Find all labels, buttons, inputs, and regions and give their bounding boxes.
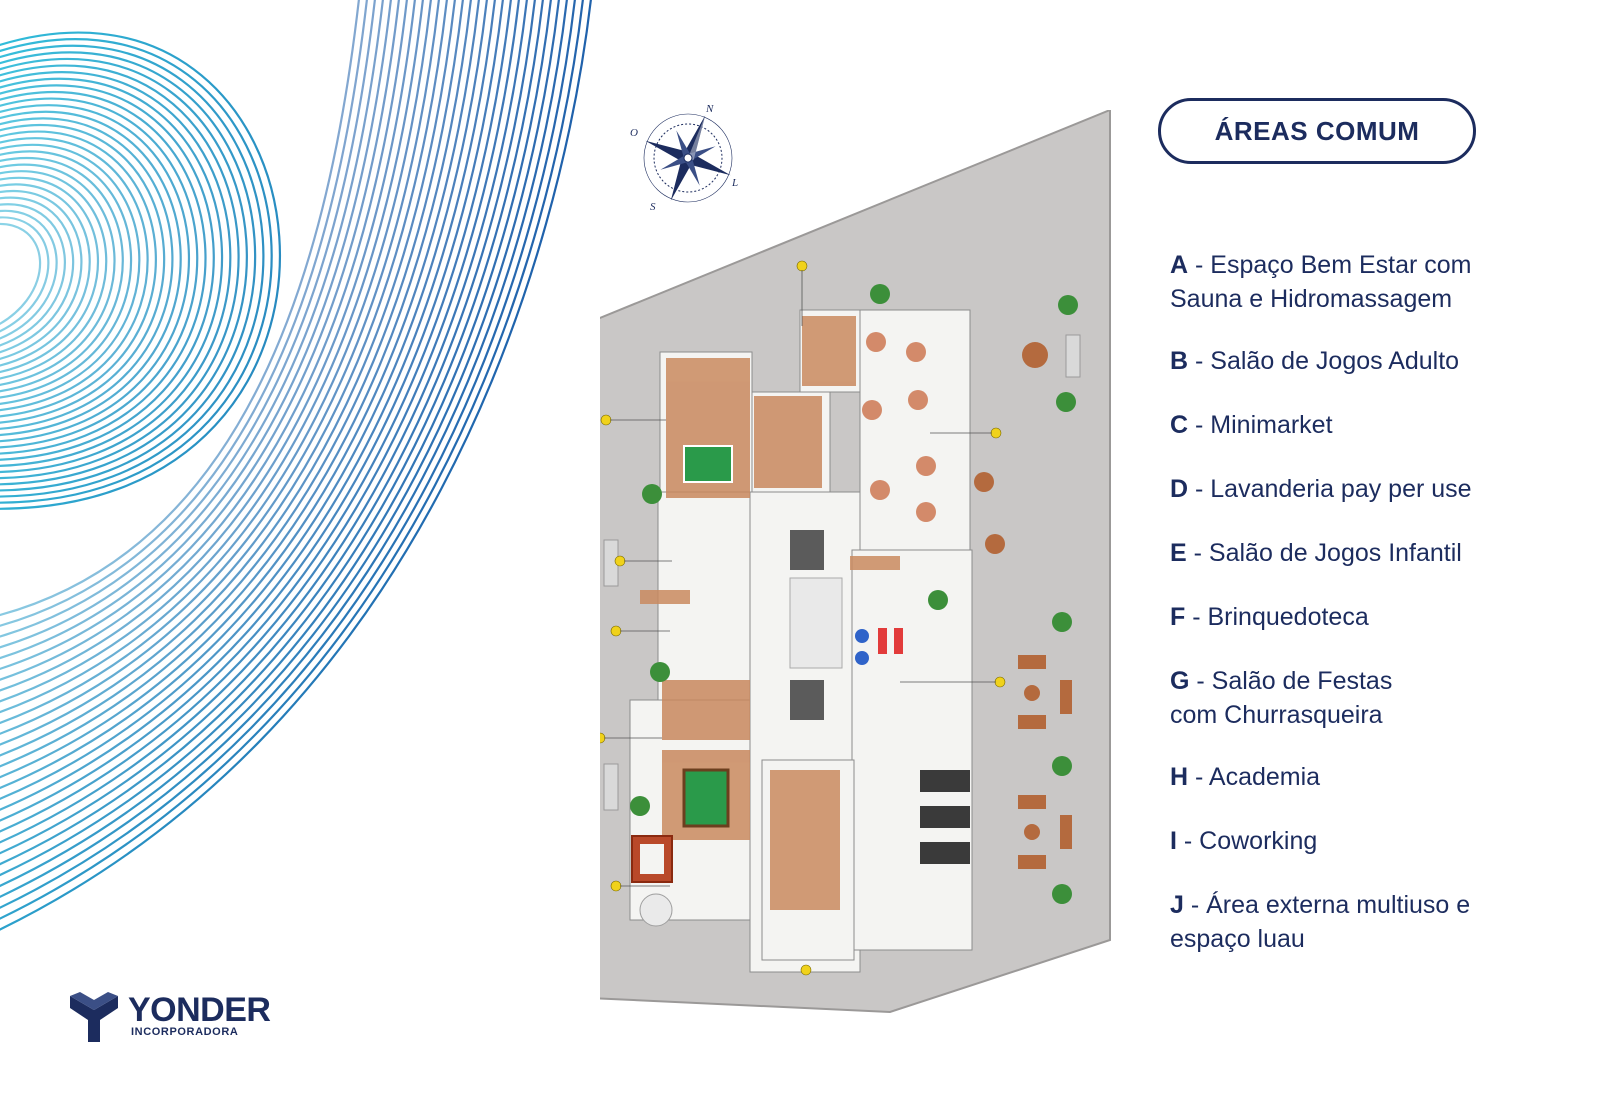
legend-key: B: [1170, 347, 1189, 375]
wave-line: [0, 0, 584, 920]
legend-key: D: [1170, 475, 1189, 503]
compass-rose-icon: N S L O: [630, 103, 738, 213]
benches: [603, 334, 1081, 811]
legend-label: Coworking: [1199, 827, 1318, 855]
staircase: [789, 577, 843, 669]
legend-label: Academia: [1208, 763, 1321, 791]
legend-item: C - Minimarket: [1170, 411, 1333, 439]
ping-pong-table: [683, 445, 733, 483]
elevator: [790, 530, 824, 570]
wave-line: [0, 0, 512, 822]
legend-label-cont: Sauna e Hidromassagem: [1170, 285, 1453, 313]
wave-line: [0, 0, 416, 692]
legend-item: I - Coworking: [1170, 827, 1318, 855]
legend-label: Salão de Jogos Infantil: [1208, 539, 1462, 567]
elevator: [790, 680, 824, 720]
wave-line: [0, 0, 520, 833]
brand-name: YONDER: [128, 991, 271, 1029]
wave-line: [0, 0, 368, 627]
wave-line: [0, 0, 496, 800]
wave-line: [0, 0, 488, 789]
brand-tagline: INCORPORADORA: [131, 1026, 239, 1038]
legend-key: E: [1170, 539, 1187, 567]
wave-line: [0, 0, 472, 768]
legend-label: Salão de Festas: [1211, 667, 1393, 695]
wave-line: [0, 0, 384, 649]
legend-label-cont: com Churrasqueira: [1170, 701, 1383, 729]
wave-line: [0, 0, 544, 866]
compass-l: L: [731, 177, 738, 189]
compass-n: N: [705, 103, 714, 115]
wave-line: [0, 0, 528, 844]
legend-key: G: [1170, 667, 1190, 695]
legend-item: B - Salão de Jogos Adulto: [1170, 347, 1460, 375]
wave-line: [0, 0, 376, 638]
floor-plan: [600, 110, 1111, 1014]
compass-s: S: [650, 201, 656, 213]
legend-label: Área externa multiuso e: [1206, 891, 1471, 919]
wave-line: [0, 0, 552, 876]
hot-tub: [639, 893, 673, 927]
legend-label: Brinquedoteca: [1207, 603, 1369, 631]
section-title: ÁREAS COMUM: [1214, 115, 1420, 146]
wave-line: [0, 0, 440, 724]
legend-key: I: [1170, 827, 1177, 855]
legend-item: D - Lavanderia pay per use: [1170, 475, 1472, 503]
wave-line: [0, 0, 480, 779]
legend-label-cont: espaço luau: [1170, 925, 1305, 953]
wave-line: [0, 0, 392, 660]
legend-key: J: [1170, 891, 1184, 919]
legend-item: E - Salão de Jogos Infantil: [1170, 539, 1462, 567]
wave-line: [0, 0, 456, 746]
party-tables: [862, 332, 936, 522]
legend-item: F - Brinquedoteca: [1170, 603, 1369, 631]
legend-key: C: [1170, 411, 1189, 439]
legend-key: H: [1170, 763, 1189, 791]
legend-label: Lavanderia pay per use: [1210, 475, 1472, 503]
wave-line: [0, 0, 568, 898]
wave-line: [0, 0, 400, 670]
legend-label: Minimarket: [1210, 411, 1333, 439]
legend-label: Espaço Bem Estar com: [1210, 251, 1472, 279]
section-title-pill: ÁREAS COMUM: [1158, 98, 1476, 164]
decorative-waves: [0, 0, 592, 931]
compass-o: O: [630, 127, 638, 139]
wave-line: [0, 0, 464, 757]
legend-key: F: [1170, 603, 1186, 631]
wave-line: [0, 0, 576, 909]
legend-key: A: [1170, 251, 1189, 279]
wave-line: [0, 0, 448, 735]
wave-line: [0, 0, 560, 887]
yonder-logo-icon: [70, 992, 118, 1042]
billiard-table: [682, 768, 730, 828]
legend-label: Salão de Jogos Adulto: [1210, 347, 1460, 375]
wave-line: [0, 0, 536, 855]
wave-line: [0, 0, 504, 811]
gym-equipment: [855, 628, 970, 864]
wave-line: [0, 0, 424, 703]
legend-item: H - Academia: [1170, 763, 1321, 791]
outdoor-furniture: [974, 342, 1072, 869]
wave-line: [0, 0, 360, 616]
wave-line: [0, 0, 408, 681]
wave-line: [0, 0, 432, 714]
plant-icon: [630, 284, 1078, 904]
wave-line: [0, 0, 592, 931]
